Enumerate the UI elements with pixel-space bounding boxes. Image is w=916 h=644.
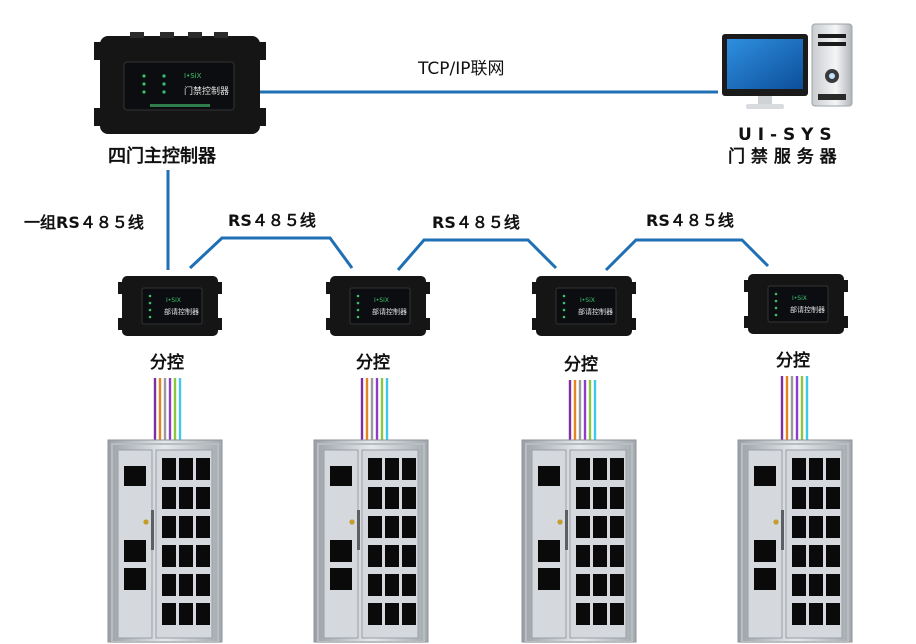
tcp-ip-label: TCP/IP联网 xyxy=(417,59,505,79)
server-computer-icon xyxy=(722,23,853,109)
sub-controller-4-plate: 部请控制器 xyxy=(790,305,825,314)
sub-controller-3-label: 分控 xyxy=(564,354,598,375)
sub-controller-2: I•SiX 部请控制器 xyxy=(326,276,430,336)
door-3 xyxy=(521,439,637,643)
sub-controller-2-plate: 部请控制器 xyxy=(372,307,407,316)
sub-controller-1-label: 分控 xyxy=(150,352,184,373)
door-1 xyxy=(107,439,223,643)
wire-bundle-3 xyxy=(568,380,597,440)
rs485-label-2: RS４８５线 xyxy=(432,213,520,232)
svg-text:I•SiX: I•SiX xyxy=(166,297,181,304)
svg-text:I•SiX: I•SiX xyxy=(374,297,389,304)
main-controller-plate: 门禁控制器 xyxy=(184,85,229,97)
rs485-label-1: RS４８５线 xyxy=(228,211,316,230)
svg-text:I•SiX: I•SiX xyxy=(184,72,202,80)
sub-controller-1: I•SiX 部请控制器 xyxy=(118,276,222,336)
sub-controller-3-plate: 部请控制器 xyxy=(578,307,613,316)
server-label-line1: U I - S Y S xyxy=(738,125,832,145)
sub-controller-4: I•SiX 部请控制器 xyxy=(744,274,848,334)
wire-bundle-1 xyxy=(153,378,182,440)
rs485-label-3: RS４８５线 xyxy=(646,211,734,230)
sub-controller-4-label: 分控 xyxy=(776,350,810,371)
main-controller: I•SiX 门禁控制器 xyxy=(94,32,266,134)
door-2 xyxy=(313,439,429,643)
svg-text:I•SiX: I•SiX xyxy=(580,297,595,304)
wire-bundle-4 xyxy=(780,376,809,440)
main-controller-label: 四门主控制器 xyxy=(108,145,217,167)
wire-bundle-2 xyxy=(360,378,389,440)
sub-controller-2-label: 分控 xyxy=(356,352,390,373)
server-label-line2: 门 禁 服 务 器 xyxy=(728,146,838,167)
rs485-line-1 xyxy=(188,236,354,270)
connection-lines xyxy=(166,90,770,272)
rs485-line-3 xyxy=(604,238,770,272)
door-4 xyxy=(737,439,853,643)
rs485-line-2 xyxy=(396,238,558,271)
rs485-main-label: 一组RS４８５线 xyxy=(24,213,144,232)
sub-controller-3: I•SiX 部请控制器 xyxy=(532,276,636,336)
sub-controller-1-plate: 部请控制器 xyxy=(164,307,199,316)
svg-text:I•SiX: I•SiX xyxy=(792,295,807,302)
